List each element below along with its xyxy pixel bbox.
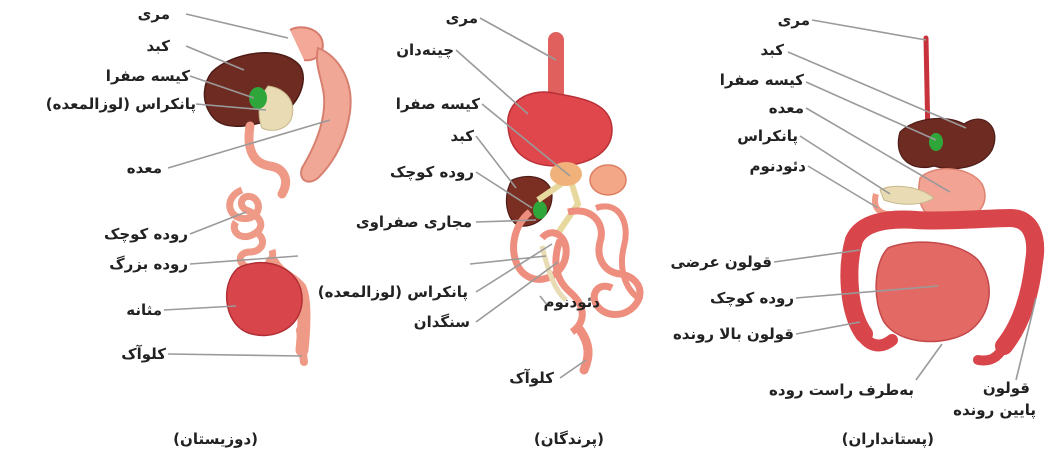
mammal-digestive-system: [849, 38, 1035, 360]
amphibian-duodenum: [249, 126, 286, 194]
label-mammal-duodenum: دئودنوم: [750, 157, 806, 175]
label-mammal-pancreas: پانکراس: [737, 127, 798, 145]
label-mammal-stomach: معده: [769, 99, 804, 117]
label-mammal-descending-colon-line2: پایین رونده: [953, 401, 1036, 419]
label-bird-bile-ducts: مجاری صفراوی: [356, 213, 472, 231]
caption-birds: (پرندگان): [534, 430, 604, 448]
mammal-liver: [898, 118, 995, 168]
caption-mammals: (پستانداران): [842, 430, 934, 448]
label-bird-esophagus: مری: [446, 9, 478, 27]
amphibian-small-intestine: [230, 190, 273, 269]
bird-proventriculus: [550, 162, 582, 186]
label-amphibian-stomach: معده: [127, 159, 162, 177]
amphibian-digestive-system: [204, 27, 350, 362]
label-mammal-gallbladder: کیسه صفرا: [720, 71, 804, 89]
label-amphibian-gallbladder: کیسه صفرا: [106, 67, 190, 85]
label-amphibian-liver: کبد: [146, 37, 170, 55]
label-amphibian-cloaca: کلوآک: [121, 345, 166, 363]
label-amphibian-large-intestine: روده بزرگ: [109, 255, 188, 273]
label-mammal-small-intestine: روده کوچک: [710, 289, 794, 307]
mammal-gallbladder: [929, 133, 943, 151]
mammal-rectum: [978, 346, 1004, 360]
label-mammal-transverse-colon: قولون عرضی: [670, 253, 772, 271]
label-amphibian-esophagus: مری: [138, 5, 170, 23]
label-amphibian-bladder: مثانه: [126, 301, 162, 319]
label-bird-liver: کبد: [450, 127, 474, 145]
amphibian-bladder: [227, 263, 302, 336]
amphibian-cloaca: [300, 330, 304, 362]
label-mammal-liver: کبد: [760, 41, 784, 59]
label-mammal-ascending-colon: قولون بالا رونده: [673, 325, 794, 343]
amphibian-stomach: [301, 48, 351, 182]
bird-crop: [508, 92, 612, 166]
label-mammal-descending-colon-line1: قولون: [983, 379, 1030, 397]
caption-amphibians: (دوزیستان): [173, 430, 258, 448]
mammal-small-intestine: [876, 242, 989, 341]
mammal-cecum: [860, 330, 892, 345]
bird-gizzard: [590, 165, 626, 195]
label-bird-gizzard: سنگدان: [414, 313, 470, 331]
label-bird-pancreas: پانکراس (لوزالمعده): [318, 283, 468, 301]
label-bird-cloaca: کلوآک: [509, 369, 554, 387]
label-bird-duodenum: دئودنوم: [544, 293, 600, 311]
label-mammal-esophagus: مری: [778, 11, 810, 29]
label-amphibian-small-intestine: روده کوچک: [104, 225, 188, 243]
label-mammal-to-rectum: به‌طرف راست روده: [769, 381, 914, 399]
label-bird-small-intestine: روده کوچک: [390, 163, 474, 181]
bird-intestine-loops: [514, 206, 642, 332]
label-bird-crop: چینه‌دان: [396, 41, 454, 59]
bird-gallbladder: [533, 201, 547, 219]
label-bird-gallbladder: کیسه صفرا: [396, 95, 480, 113]
label-amphibian-pancreas: پانکراس (لوزالمعده): [46, 95, 196, 113]
